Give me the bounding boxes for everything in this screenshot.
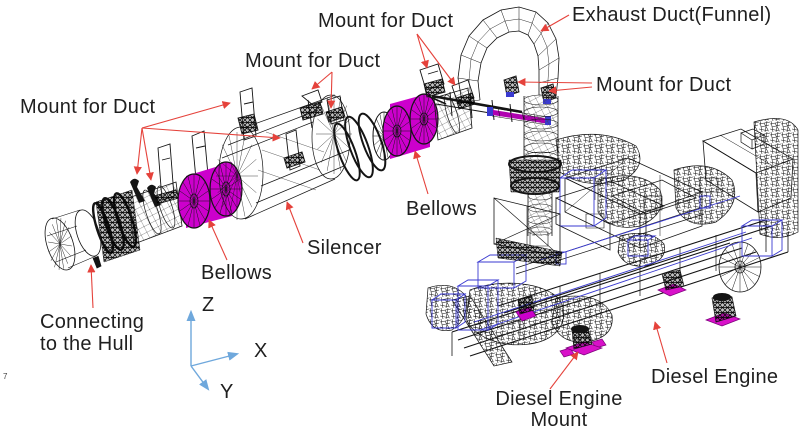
arrow-mount-left-2 — [141, 127, 281, 142]
label-diesel-engine-mount-line1: Diesel Engine — [495, 388, 623, 410]
label-mount-for-duct-left: Mount for Duct — [20, 96, 156, 118]
arrow-mount-top-1 — [416, 33, 429, 69]
label-diesel-engine: Diesel Engine — [651, 366, 779, 388]
diesel-engine-mounts — [515, 269, 741, 358]
axis-label-y: Y — [220, 381, 234, 403]
arrow-connecting-hull — [87, 264, 96, 309]
arrow-silencer — [285, 201, 304, 244]
axis-label-x: X — [254, 340, 268, 362]
duct-mount-brackets-mid — [237, 87, 346, 171]
arrow-mount-top-2 — [416, 33, 456, 86]
label-diesel-engine-mount: Diesel Engine Mount — [494, 389, 624, 431]
label-mount-for-duct-right: Mount for Duct — [596, 74, 732, 96]
engine-blue-frame — [430, 169, 784, 331]
arrow-mount-left-1 — [141, 101, 231, 129]
flywheel — [717, 240, 763, 294]
annotation-arrows — [87, 14, 668, 390]
bellows-right-assembly — [382, 93, 439, 159]
label-bellows-left: Bellows — [201, 262, 273, 284]
diesel-engine-assembly — [425, 118, 799, 367]
label-bellows-right: Bellows — [406, 198, 478, 220]
coordinate-axes — [186, 309, 240, 391]
arrow-bellows-left — [208, 219, 228, 261]
corner-mark: 7 — [3, 372, 8, 381]
funnel-duct — [457, 6, 563, 267]
arrow-diesel-engine — [653, 321, 668, 364]
arrow-mount-left-3 — [133, 127, 143, 175]
arrow-mount-right-1 — [517, 77, 593, 87]
axis-x-arrow — [190, 351, 240, 367]
arrow-mount-left-4 — [141, 127, 154, 181]
arrow-exhaust-duct — [540, 14, 570, 32]
bellows-left-assembly — [177, 161, 243, 229]
arrow-mount-mid-1 — [311, 71, 333, 90]
label-connecting-line2: to the Hull — [40, 333, 134, 355]
arrow-bellows-right — [413, 150, 429, 195]
hull-connector — [43, 209, 102, 279]
label-exhaust-duct-funnel: Exhaust Duct(Funnel) — [572, 4, 772, 26]
label-mount-for-duct-mid: Mount for Duct — [245, 50, 381, 72]
duct-mount-brackets-top — [419, 63, 476, 110]
label-silencer: Silencer — [307, 237, 382, 259]
arrow-mount-right-2 — [548, 86, 593, 95]
label-connecting-to-hull: Connecting to the Hull — [40, 311, 144, 355]
arrow-mount-mid-2 — [327, 71, 336, 109]
label-mount-for-duct-top: Mount for Duct — [318, 10, 454, 32]
label-diesel-engine-mount-line2: Mount — [530, 409, 588, 431]
exhaust-duct-assembly — [43, 6, 563, 279]
arrow-diesel-engine-mount — [549, 351, 579, 390]
label-connecting-line1: Connecting — [40, 311, 145, 333]
axis-y-arrow — [190, 365, 210, 391]
axis-label-z: Z — [202, 294, 215, 316]
